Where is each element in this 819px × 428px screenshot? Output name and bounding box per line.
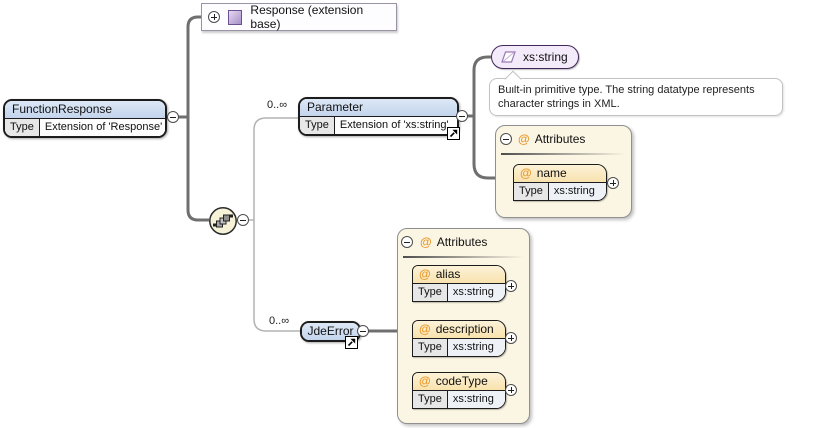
extension-base-response[interactable]: Response (extension base) — [201, 3, 397, 31]
type-value: xs:string — [447, 339, 505, 356]
expand-toggle-icon[interactable] — [607, 177, 619, 189]
type-value: xs:string — [447, 391, 505, 408]
expand-toggle-icon[interactable] — [505, 384, 517, 396]
expand-toggle-icon[interactable] — [505, 332, 517, 344]
type-label: Type — [514, 183, 549, 200]
expand-toggle-icon[interactable] — [505, 280, 517, 292]
expand-toggle-icon[interactable] — [208, 11, 220, 23]
element-name[interactable]: Parameter — [300, 99, 457, 117]
element-name[interactable]: JdeError — [302, 323, 359, 340]
type-row: Type xs:string — [413, 339, 505, 356]
attribute-at-icon: @ — [518, 132, 530, 146]
simple-type-name: xs:string — [523, 50, 568, 64]
collapse-toggle-icon[interactable] — [357, 325, 369, 337]
attribute-name-label: description — [435, 322, 494, 336]
collapse-toggle-icon[interactable] — [500, 133, 512, 145]
panel-separator — [403, 256, 524, 258]
attribute-at-icon: @ — [520, 166, 532, 180]
attribute-description[interactable]: @ description Type xs:string — [412, 320, 506, 357]
attribute-at-icon: @ — [419, 374, 431, 388]
type-value: Extension of 'xs:string' — [334, 117, 457, 134]
type-label: Type — [5, 119, 40, 136]
reference-arrow-icon[interactable] — [447, 127, 460, 140]
sequence-compositor[interactable] — [207, 205, 239, 242]
attributes-panel-title: Attributes — [534, 132, 586, 146]
simple-type-icon — [501, 51, 516, 63]
type-value: xs:string — [447, 284, 505, 301]
type-row: Type xs:string — [413, 391, 505, 408]
type-label: Type — [413, 284, 448, 301]
type-row: Type Extension of 'xs:string' — [300, 117, 457, 134]
attribute-header[interactable]: @ description — [413, 321, 505, 339]
type-label: Type — [413, 391, 448, 408]
attribute-at-icon: @ — [419, 322, 431, 336]
simple-type-xs-string[interactable]: xs:string — [491, 45, 579, 69]
attribute-name-label: name — [536, 166, 567, 180]
attribute-alias[interactable]: @ alias Type xs:string — [412, 265, 506, 302]
collapse-toggle-icon[interactable] — [167, 111, 179, 123]
attribute-name-label: alias — [435, 267, 461, 281]
collapse-toggle-icon[interactable] — [237, 214, 249, 226]
attributes-panel-header: @ Attributes — [420, 235, 487, 249]
type-value: xs:string — [548, 183, 606, 200]
type-row: Type xs:string — [413, 284, 505, 301]
type-label: Type — [300, 117, 335, 134]
type-documentation-tooltip: Built-in primitive type. The string data… — [489, 78, 783, 116]
attribute-header[interactable]: @ codeType — [413, 373, 505, 391]
attribute-header[interactable]: @ alias — [413, 266, 505, 284]
type-row: Type Extension of 'Response' — [5, 119, 165, 136]
attribute-name-label: codeType — [435, 374, 488, 388]
collapse-toggle-icon[interactable] — [401, 236, 413, 248]
complex-type-icon — [228, 9, 243, 25]
attributes-panel-header: @ Attributes — [518, 132, 585, 146]
type-value: Extension of 'Response' — [39, 119, 165, 136]
attribute-name[interactable]: @ name Type xs:string — [513, 164, 607, 201]
sequence-icon — [209, 207, 237, 235]
type-label: Type — [413, 339, 448, 356]
reference-arrow-icon[interactable] — [345, 336, 358, 349]
element-parameter[interactable]: Parameter Type Extension of 'xs:string' — [298, 97, 459, 136]
attributes-panel-title: Attributes — [436, 235, 488, 249]
attribute-at-icon: @ — [420, 235, 432, 249]
occurrence-label-jdeerror: 0..∞ — [269, 315, 290, 327]
panel-separator — [501, 153, 626, 155]
collapse-toggle-icon[interactable] — [456, 110, 468, 122]
type-row: Type xs:string — [514, 183, 606, 200]
attribute-at-icon: @ — [419, 267, 431, 281]
extension-base-label: Response (extension base) — [250, 3, 364, 31]
attribute-codetype[interactable]: @ codeType Type xs:string — [412, 372, 506, 409]
element-functionresponse[interactable]: FunctionResponse Type Extension of 'Resp… — [3, 99, 167, 138]
occurrence-label-parameter: 0..∞ — [267, 99, 288, 111]
attribute-header[interactable]: @ name — [514, 165, 606, 183]
element-name[interactable]: FunctionResponse — [5, 101, 165, 119]
